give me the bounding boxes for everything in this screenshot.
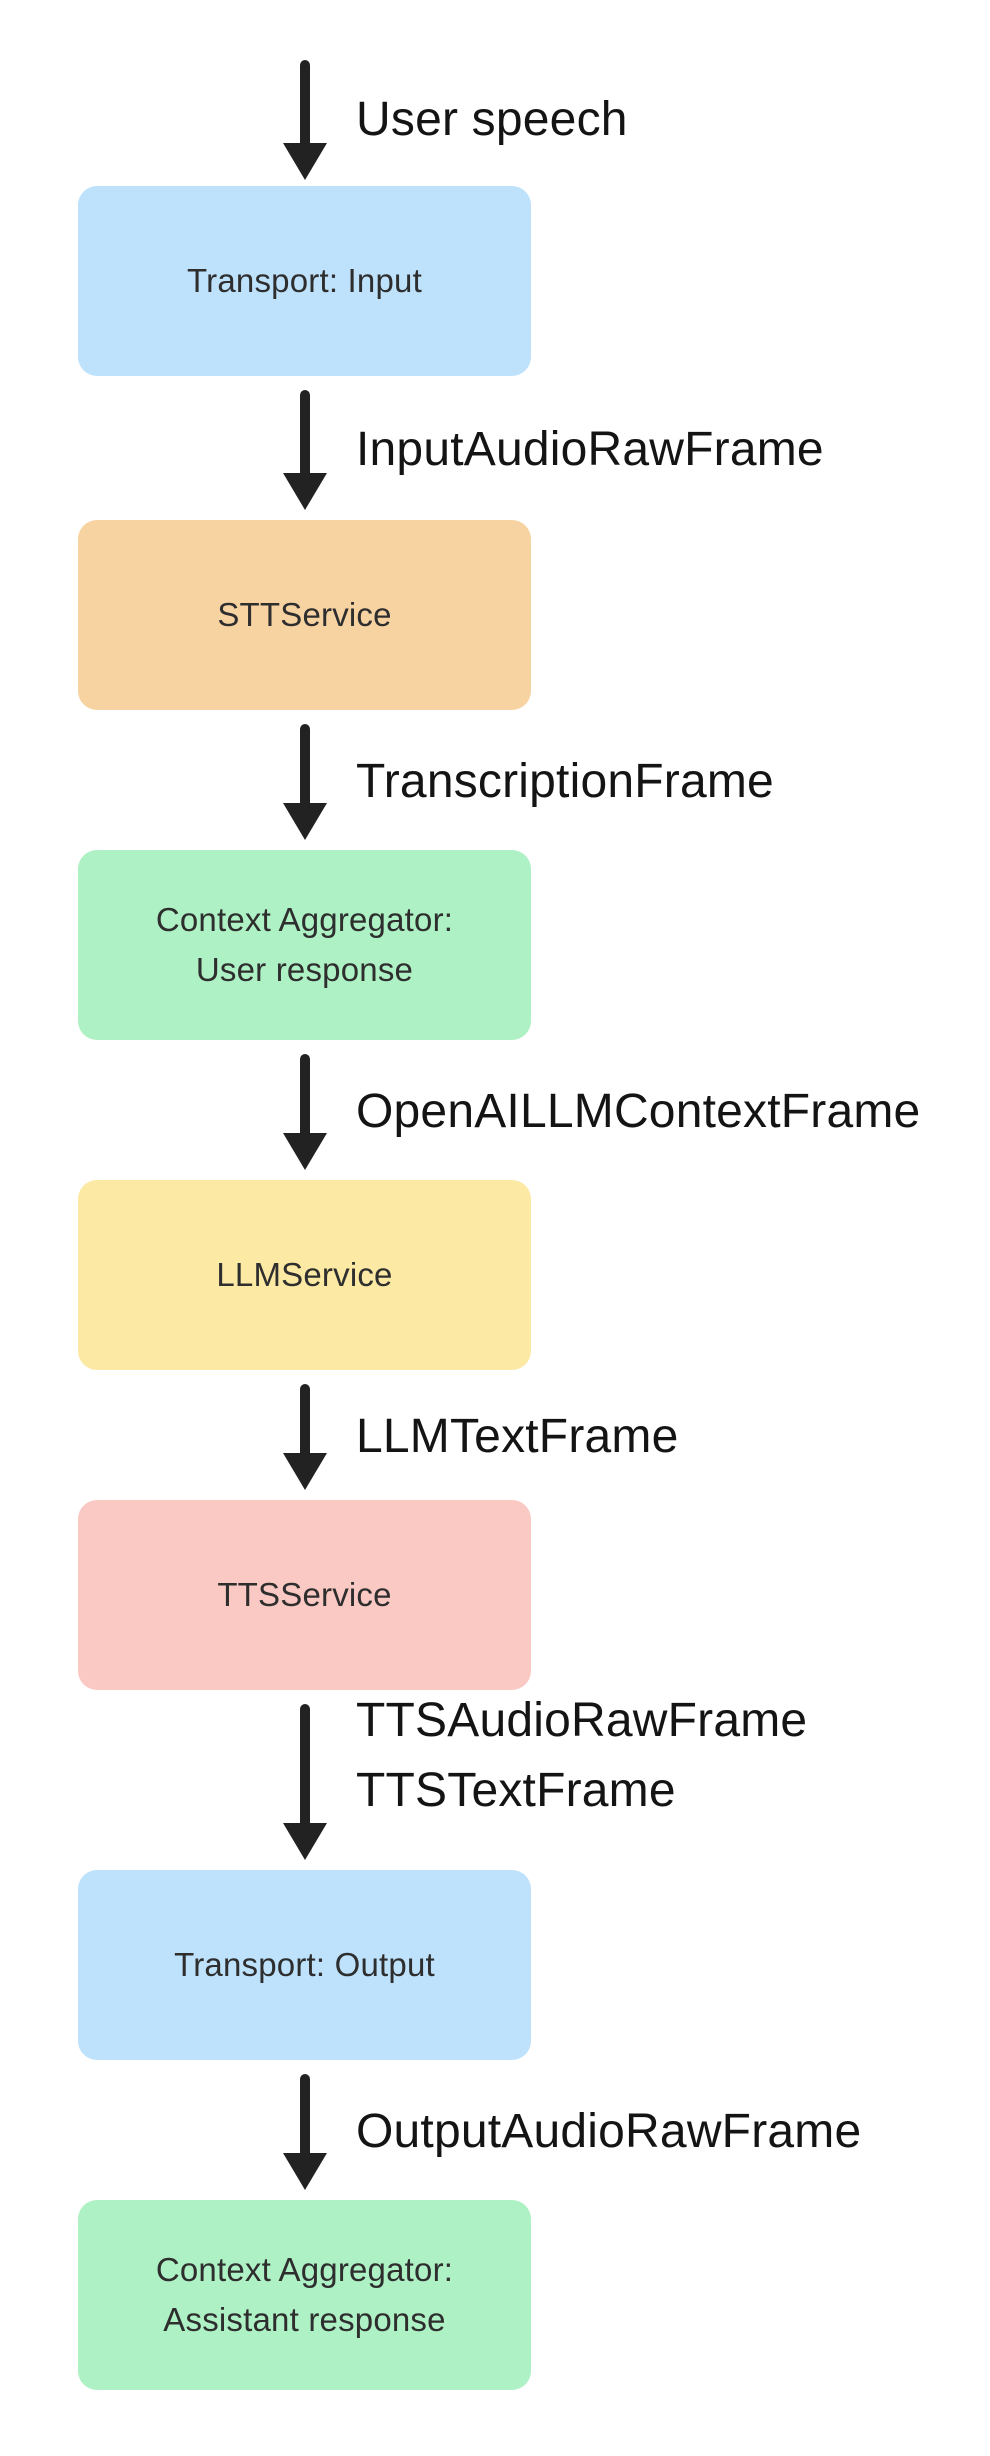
- edge-label-input-audio-raw-frame: InputAudioRawFrame: [356, 415, 824, 485]
- arrow-head: [283, 2153, 327, 2190]
- arrow-shaft: [300, 1704, 310, 1828]
- arrow-head: [283, 1133, 327, 1170]
- node-stt-service: STTService: [78, 520, 531, 710]
- edge-label-line2: TTSTextFrame: [356, 1764, 676, 1817]
- arrow-head: [283, 1823, 327, 1860]
- edge-label-transcription-frame: TranscriptionFrame: [356, 747, 774, 817]
- edge-label-line: TTSAudioRawFrame: [356, 1694, 808, 1747]
- node-context-aggregator-assistant: Context Aggregator: Assistant response: [78, 2200, 531, 2390]
- arrow-shaft: [300, 390, 310, 478]
- edge-label-line: OutputAudioRawFrame: [356, 2105, 862, 2158]
- arrow-down-icon-openai-llm-context: [283, 1054, 327, 1170]
- edge-label-tts-frames: TTSAudioRawFrame TTSTextFrame: [356, 1686, 807, 1826]
- edge-label-line: User speech: [356, 93, 628, 146]
- edge-label-line: OpenAILLMContextFrame: [356, 1085, 921, 1138]
- node-llm-service: LLMService: [78, 1180, 531, 1370]
- node-transport-input: Transport: Input: [78, 186, 531, 376]
- node-label: Context Aggregator:: [155, 901, 454, 938]
- arrow-shaft: [300, 2074, 310, 2158]
- arrow-down-icon-output-audio: [283, 2074, 327, 2190]
- node-label: TTSService: [217, 1576, 392, 1613]
- node-tts-service: TTSService: [78, 1500, 531, 1690]
- edge-label-line: InputAudioRawFrame: [356, 423, 824, 476]
- arrow-head: [283, 473, 327, 510]
- node-label: Transport: Input: [187, 262, 422, 299]
- edge-label-line: TranscriptionFrame: [356, 755, 774, 808]
- node-label-line2: Assistant response: [163, 2301, 446, 2338]
- arrow-down-icon-user-speech: [283, 60, 327, 180]
- arrow-shaft: [300, 60, 310, 148]
- edge-label-output-audio-raw-frame: OutputAudioRawFrame: [356, 2097, 861, 2167]
- node-label: Context Aggregator:: [155, 2251, 454, 2288]
- node-label: Transport: Output: [174, 1946, 435, 1983]
- arrow-down-icon-input-audio: [283, 390, 327, 510]
- arrow-head: [283, 143, 327, 180]
- arrow-shaft: [300, 1384, 310, 1458]
- node-label-line2: User response: [195, 951, 414, 988]
- arrow-down-icon-llm-text: [283, 1384, 327, 1490]
- node-label: STTService: [217, 596, 392, 633]
- node-transport-output: Transport: Output: [78, 1870, 531, 2060]
- edge-label-openai-llm-context-frame: OpenAILLMContextFrame: [356, 1077, 920, 1147]
- node-label: LLMService: [216, 1256, 393, 1293]
- edge-label-user-speech: User speech: [356, 85, 628, 155]
- arrow-down-icon-transcription: [283, 724, 327, 840]
- arrow-shaft: [300, 1054, 310, 1138]
- node-context-aggregator-user: Context Aggregator: User response: [78, 850, 531, 1040]
- edge-label-llm-text-frame: LLMTextFrame: [356, 1402, 679, 1472]
- edge-label-line: LLMTextFrame: [356, 1410, 679, 1463]
- arrow-head: [283, 1453, 327, 1490]
- arrow-head: [283, 803, 327, 840]
- arrow-shaft: [300, 724, 310, 808]
- arrow-down-icon-tts-frames: [283, 1704, 327, 1860]
